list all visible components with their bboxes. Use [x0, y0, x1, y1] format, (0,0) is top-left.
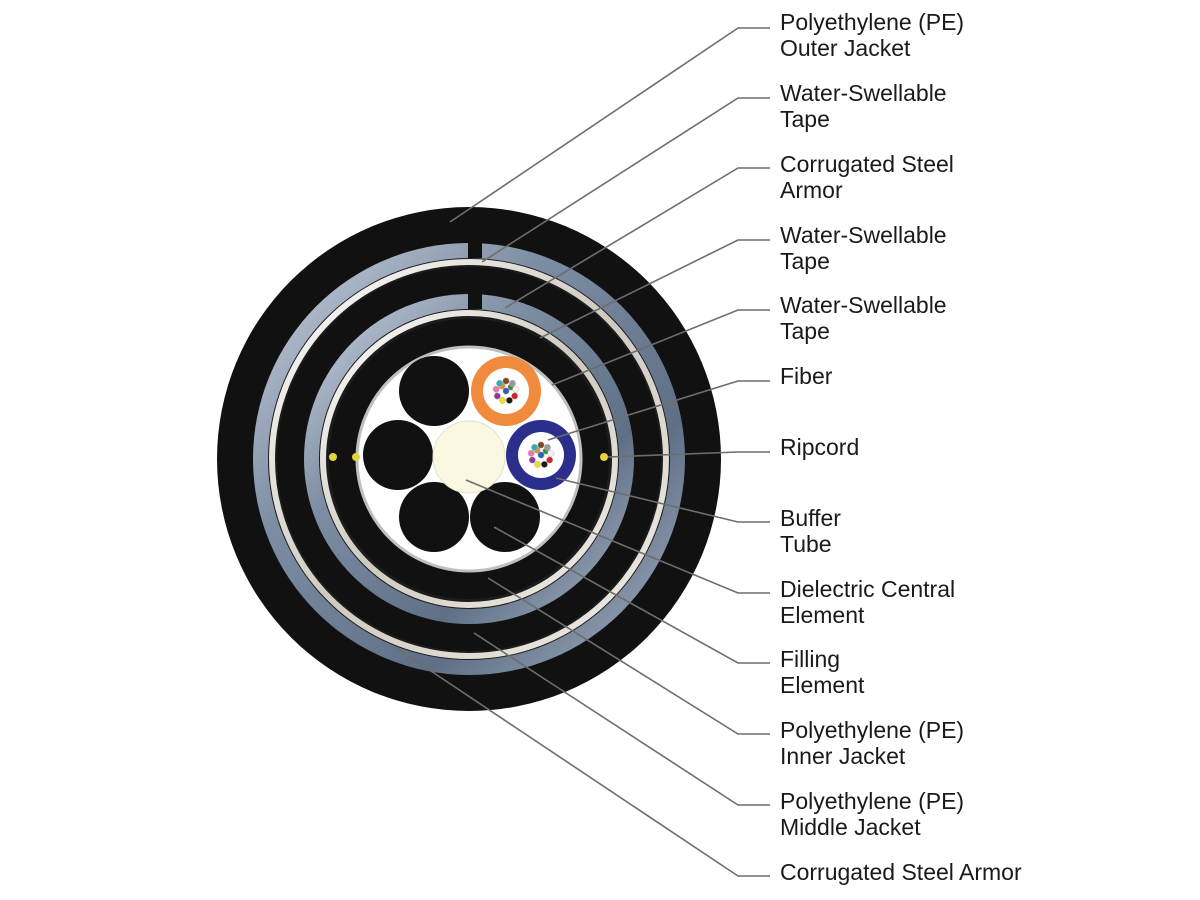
- optical-fiber: [543, 443, 551, 451]
- optical-fiber: [502, 387, 510, 395]
- label-middle-jacket: Polyethylene (PE) Middle Jacket: [780, 788, 970, 840]
- buffer-tube-orange: [471, 356, 541, 426]
- leader-lines: [394, 27, 770, 877]
- optical-fiber: [512, 385, 520, 393]
- optical-fiber: [499, 396, 507, 404]
- leader-buffer-tube: [555, 477, 770, 523]
- leader-steel-armor-1: [504, 167, 770, 309]
- fiber-bundle-blue: [527, 441, 555, 468]
- optical-fiber: [528, 456, 536, 464]
- corrugated-steel-armor-2: [320, 310, 618, 608]
- leader-outer-jacket: [449, 27, 770, 223]
- leader-central-element: [465, 479, 770, 594]
- corrugated-steel-armor-1: [269, 259, 669, 659]
- optical-fiber: [508, 379, 516, 387]
- optical-fiber: [505, 396, 513, 404]
- label-outer-jacket: Polyethylene (PE) Outer Jacket: [780, 9, 970, 61]
- filling-element-bottom-left: [399, 482, 469, 552]
- optical-fiber: [502, 377, 510, 385]
- ripcord-left-outer: [329, 453, 337, 461]
- tape-overlap-notch-1: [468, 243, 482, 258]
- filling-element-left: [363, 420, 433, 490]
- dielectric-central-element: [432, 420, 506, 494]
- optical-fiber: [546, 456, 554, 464]
- optical-fiber: [496, 379, 504, 387]
- label-filling-element: Filling Element: [780, 646, 865, 698]
- optical-fiber: [547, 449, 555, 457]
- leader-fiber: [547, 380, 770, 441]
- fiber-bundle-orange: [492, 377, 520, 404]
- filling-element-top-left: [399, 356, 469, 426]
- label-tape-3: Water-Swellable Tape: [780, 292, 953, 344]
- leader-tape-2: [539, 239, 770, 339]
- optical-fiber: [534, 460, 542, 468]
- label-central-element: Dielectric Central Element: [780, 576, 962, 628]
- label-tape-2: Water-Swellable Tape: [780, 222, 953, 274]
- optical-fiber: [537, 441, 545, 449]
- optical-fiber: [511, 392, 519, 400]
- optical-fiber: [531, 443, 539, 451]
- label-buffer-tube: Buffer Tube: [780, 505, 847, 557]
- filling-element-bottom-right: [470, 482, 540, 552]
- label-steel-armor-1: Corrugated Steel Armor: [780, 151, 960, 203]
- leader-ripcord: [607, 451, 770, 458]
- leader-tape-1: [481, 97, 770, 263]
- leader-steel-armor-2: [394, 646, 770, 877]
- leader-inner-jacket: [487, 577, 770, 735]
- leader-middle-jacket: [473, 632, 770, 806]
- label-tape-1: Water-Swellable Tape: [780, 80, 953, 132]
- optical-fiber: [527, 449, 535, 457]
- label-fiber: Fiber: [780, 363, 833, 389]
- optical-fiber: [492, 385, 500, 393]
- optical-fiber: [493, 392, 501, 400]
- optical-fiber: [540, 460, 548, 468]
- ripcord-right: [600, 453, 608, 461]
- label-inner-jacket: Polyethylene (PE) Inner Jacket: [780, 717, 970, 769]
- ripcord-left-inner: [352, 453, 360, 461]
- leader-filling-element: [493, 526, 770, 664]
- optical-fiber: [537, 451, 545, 459]
- label-steel-armor-2: Corrugated Steel Armor: [780, 859, 1022, 885]
- tape-overlap-notch-2: [468, 294, 482, 309]
- leader-tape-3: [551, 309, 770, 386]
- label-ripcord: Ripcord: [780, 434, 859, 460]
